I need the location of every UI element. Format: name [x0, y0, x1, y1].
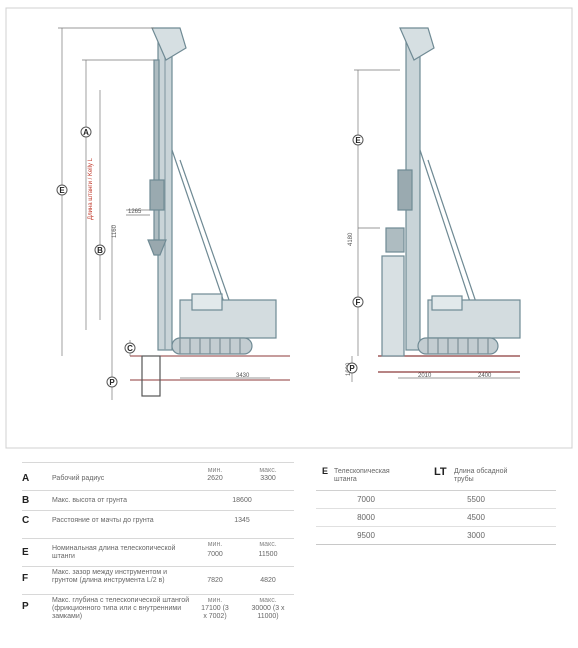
left-marker-c: C — [127, 344, 133, 353]
spec-value-min: 7820 — [207, 577, 223, 584]
casing-table-header: E Телескопическая штанга LT Длина обсадн… — [316, 462, 556, 491]
spec-desc: Рабочий радиус — [52, 475, 105, 482]
spec-value: 1345 — [234, 517, 250, 524]
spec-value: 18600 — [232, 497, 252, 504]
spec-letter: F — [22, 573, 29, 584]
spec-head-max: макс. — [259, 541, 277, 548]
left-dim-mid-2: 1160 — [112, 224, 118, 238]
spec-value-min: 7000 — [207, 551, 223, 558]
casing-row: 7000 5500 — [316, 492, 556, 509]
spec-desc: Макс. зазор между инструментом и грунтом… — [52, 569, 168, 584]
spec-row-c: C Расстояние от мачты до грунта 1345 — [22, 510, 294, 529]
spec-letter: A — [22, 473, 30, 484]
casing-head-lt: Длина обсадной трубы — [454, 468, 508, 483]
left-marker-p: P — [109, 378, 115, 387]
spec-row-p: P Макс. глубина с телескопической штанго… — [22, 594, 294, 631]
spec-letter: B — [22, 495, 30, 506]
left-dim-width: 3430 — [236, 373, 250, 379]
casing-head-e: Телескопическая штанга — [334, 468, 390, 483]
spec-row-f: F Макс. зазор между инструментом и грунт… — [22, 566, 294, 593]
right-dim-bottom-2: 2400 — [478, 373, 492, 379]
casing-e-value: 9500 — [357, 531, 375, 540]
spec-head-max: макс. — [259, 467, 277, 474]
casing-lt-value: 4500 — [467, 513, 485, 522]
casing-row: 9500 3000 — [316, 528, 556, 545]
spec-table: A Рабочий радиус мин. макс. 2620 3300 B … — [22, 462, 294, 632]
spec-value-max: 30000 (3 x 11000) — [251, 605, 285, 620]
rig-diagram: Длина штанги / Kelly L 1265 1160 3430 41… — [5, 7, 573, 449]
right-rig — [378, 27, 521, 373]
casing-e-value: 7000 — [357, 495, 375, 504]
spec-head-min: мин. — [207, 541, 223, 548]
left-rig — [130, 27, 290, 397]
casing-head-lt-letter: LT — [434, 466, 447, 478]
spec-desc: Макс. глубина с телескопической штангой … — [52, 597, 190, 620]
spec-value-min: 17100 (3 x 7002) — [201, 605, 229, 620]
spec-value-max: 3300 — [260, 475, 276, 482]
spec-desc: Расстояние от мачты до грунта — [52, 517, 154, 524]
spec-letter: E — [22, 547, 29, 558]
right-marker-e: E — [355, 136, 361, 145]
left-dim-vertical: Длина штанги / Kelly L — [88, 157, 94, 220]
casing-row: 8000 4500 — [316, 510, 556, 527]
right-dim-left-1: 4180 — [348, 232, 354, 246]
spec-row-b: B Макс. высота от грунта 18600 — [22, 490, 294, 509]
spec-desc: Макс. высота от грунта — [52, 497, 128, 504]
spec-desc: Номинальная длина телескопической штанги — [52, 545, 176, 560]
spec-head-max: макс. — [259, 597, 277, 604]
spec-value-max: 11500 — [258, 551, 278, 558]
spec-value-min: 2620 — [207, 475, 223, 482]
casing-lt-value: 3000 — [467, 531, 485, 540]
spec-head-min: мин. — [207, 467, 223, 474]
right-dim-bottom-1: 2010 — [418, 373, 432, 379]
spec-letter: C — [22, 515, 30, 526]
left-marker-e: E — [59, 186, 65, 195]
casing-table: E Телескопическая штанга LT Длина обсадн… — [316, 462, 556, 545]
right-marker-p: P — [349, 364, 355, 373]
spec-head-min: мин. — [207, 597, 223, 604]
spec-row-e: E Номинальная длина телескопической штан… — [22, 538, 294, 565]
left-marker-b: B — [97, 246, 103, 255]
left-dim-mid-1: 1265 — [128, 209, 142, 215]
casing-lt-value: 5500 — [467, 495, 485, 504]
spec-value-max: 4820 — [260, 577, 276, 584]
casing-e-value: 8000 — [357, 513, 375, 522]
spec-row-a: A Рабочий радиус мин. макс. 2620 3300 — [22, 462, 294, 489]
spec-letter: P — [22, 601, 29, 612]
casing-head-e-letter: E — [322, 466, 329, 476]
left-marker-a: A — [83, 128, 89, 137]
right-marker-f: F — [356, 298, 361, 307]
